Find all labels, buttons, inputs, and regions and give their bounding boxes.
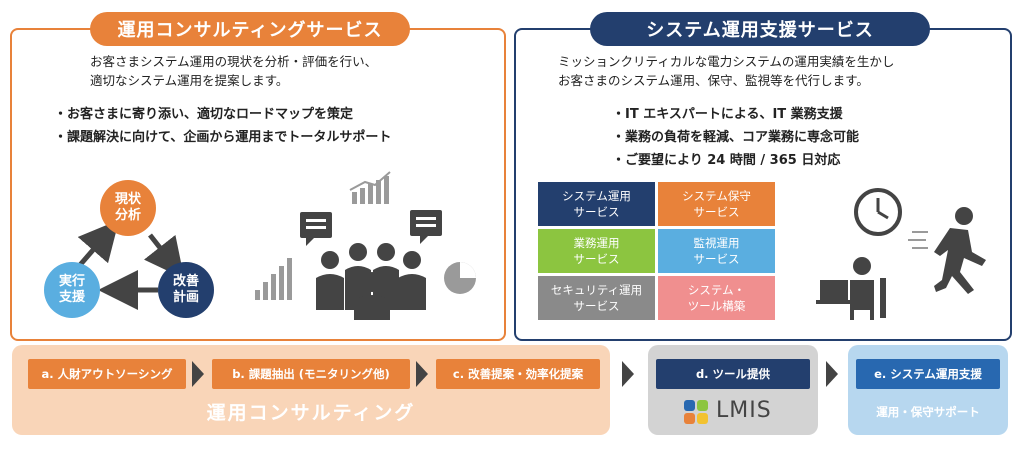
lmis-logo-icon <box>684 400 708 424</box>
chevron-right-icon <box>622 361 634 387</box>
consulting-title: 運用コンサルティングサービス <box>90 12 410 46</box>
support-desc-line2: お客さまのシステム運用、保守、監視等を代行します。 <box>558 73 869 88</box>
consulting-bullet-2: ・課題解決に向けて、企画から運用までトータルサポート <box>54 130 392 145</box>
cycle-arrows <box>77 219 185 310</box>
support-bullet-3: ・ご要望により 24 時間 / 365 日対応 <box>612 153 841 168</box>
service-system-operation: システム運用 サービス <box>538 182 655 226</box>
service-security: セキュリティ運用 サービス <box>538 276 655 320</box>
step-tool-provision: d. ツール提供 <box>656 359 810 389</box>
support-desc-line1: ミッションクリティカルな電力システムの運用実績を生かし <box>558 54 895 69</box>
consulting-desc-line2: 適切なシステム運用を提案します。 <box>90 73 289 88</box>
meeting-illustration <box>255 171 476 320</box>
support-title: システム運用支援サービス <box>590 12 930 46</box>
consulting-band-label: 運用コンサルティング <box>206 402 416 424</box>
cycle-execute: 実行 支援 <box>44 262 100 318</box>
support-bullet-1: ・IT エキスパートによる、IT 業務支援 <box>612 107 843 122</box>
service-business-operation: 業務運用 サービス <box>538 229 655 273</box>
operator-illustration <box>816 188 986 320</box>
cycle-analysis: 現状 分析 <box>100 180 156 236</box>
cycle-plan: 改善 計画 <box>158 262 214 318</box>
service-monitoring: 監視運用 サービス <box>658 229 775 273</box>
support-bullet-2: ・業務の負荷を軽減、コア業務に専念可能 <box>612 130 860 145</box>
service-system-maintenance: システム保守 サービス <box>658 182 775 226</box>
chevron-right-icon <box>192 361 204 387</box>
consulting-desc-line1: お客さまシステム運用の現状を分析・評価を行い、 <box>90 54 378 69</box>
lmis-label: LMIS <box>716 398 772 423</box>
step-improvement: c. 改善提案・効率化提案 <box>436 359 600 389</box>
step-system-support: e. システム運用支援 <box>856 359 1000 389</box>
support-band-label: 運用・保守サポート <box>876 405 980 419</box>
step-issue-extraction: b. 課題抽出 (モニタリング他) <box>212 359 410 389</box>
chevron-right-icon <box>826 361 838 387</box>
consulting-bullet-1: ・お客さまに寄り添い、適切なロードマップを策定 <box>54 107 354 122</box>
chevron-right-icon <box>416 361 428 387</box>
service-tool-build: システム・ ツール構築 <box>658 276 775 320</box>
runner-icon <box>934 207 986 294</box>
step-outsourcing: a. 人財アウトソーシング <box>28 359 186 389</box>
